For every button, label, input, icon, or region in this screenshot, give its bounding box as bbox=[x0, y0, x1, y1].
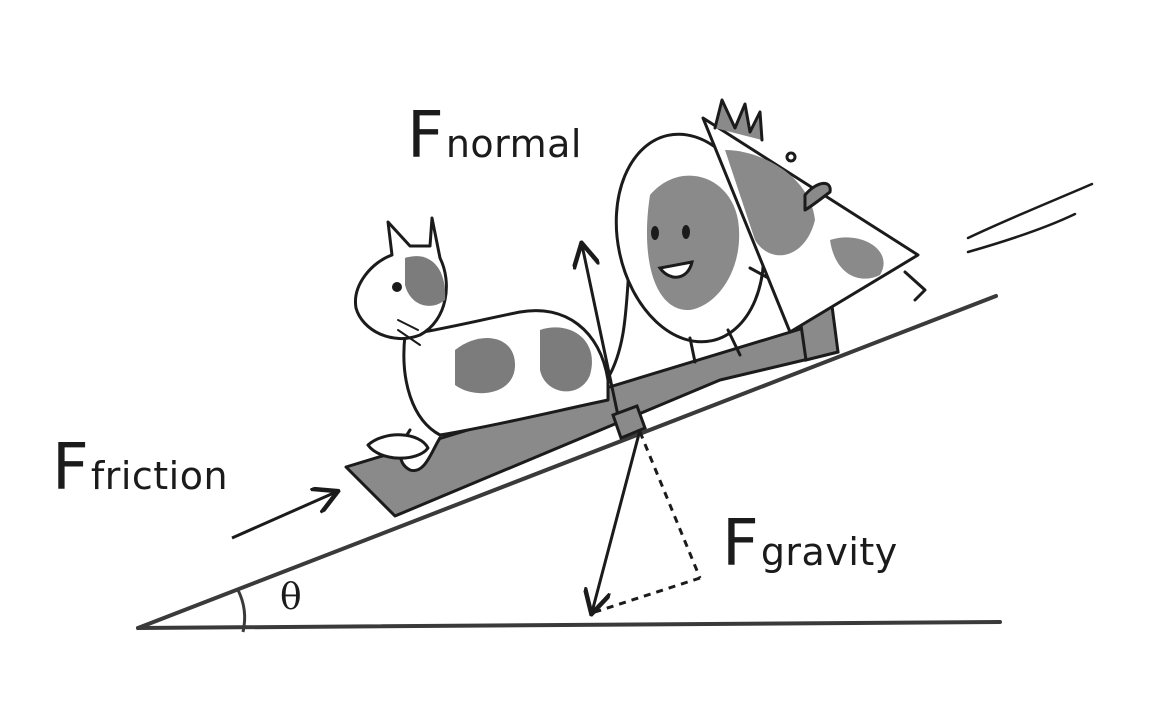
cat-spot-1 bbox=[455, 338, 515, 394]
gravity-force-symbol: F bbox=[722, 507, 759, 581]
friction-force-arrow bbox=[231, 492, 336, 540]
cat-spot-2 bbox=[540, 327, 592, 392]
incline-angle-label: θ bbox=[280, 577, 302, 618]
normal-force-label: Fnormal bbox=[407, 104, 582, 168]
gravity-component-parallel bbox=[594, 576, 701, 614]
cat bbox=[354, 216, 634, 473]
egg-legs bbox=[688, 328, 742, 364]
motion-line-1 bbox=[966, 182, 1094, 240]
right-angle-marker bbox=[611, 404, 647, 440]
triangle-patch bbox=[725, 150, 815, 256]
gravity-force-arrow bbox=[592, 429, 642, 612]
friction-force-subscript: friction bbox=[90, 454, 229, 498]
motion-line-2 bbox=[966, 212, 1077, 254]
normal-force-arrow bbox=[582, 245, 622, 426]
friction-force-label: Ffriction bbox=[52, 436, 228, 500]
angle-arc bbox=[236, 589, 247, 633]
egg-eye-right bbox=[682, 225, 690, 239]
incline-line bbox=[136, 294, 998, 630]
triangle-nose bbox=[803, 181, 832, 212]
egg-eye-left bbox=[651, 226, 659, 240]
cat-head-patch bbox=[405, 256, 446, 306]
gravity-component-perpendicular bbox=[638, 431, 702, 579]
triangle-eye bbox=[785, 151, 797, 163]
normal-force-subscript: normal bbox=[445, 122, 582, 166]
egg-smile bbox=[657, 260, 694, 279]
cat-eye bbox=[392, 282, 402, 292]
sled bbox=[344, 318, 840, 518]
triangle-hand bbox=[713, 98, 764, 142]
cat-head bbox=[354, 216, 448, 341]
triangle-leg bbox=[903, 270, 927, 302]
ground-line bbox=[136, 620, 1002, 630]
egg-character bbox=[614, 132, 774, 364]
triangle-character bbox=[701, 98, 927, 334]
gravity-force-label: Fgravity bbox=[722, 512, 898, 576]
friction-force-symbol: F bbox=[52, 431, 89, 505]
triangle-patch-2 bbox=[830, 237, 884, 279]
gravity-force-subscript: gravity bbox=[760, 530, 898, 574]
normal-force-symbol: F bbox=[407, 99, 444, 173]
cat-whiskers bbox=[397, 319, 421, 346]
cat-paw bbox=[366, 433, 430, 460]
